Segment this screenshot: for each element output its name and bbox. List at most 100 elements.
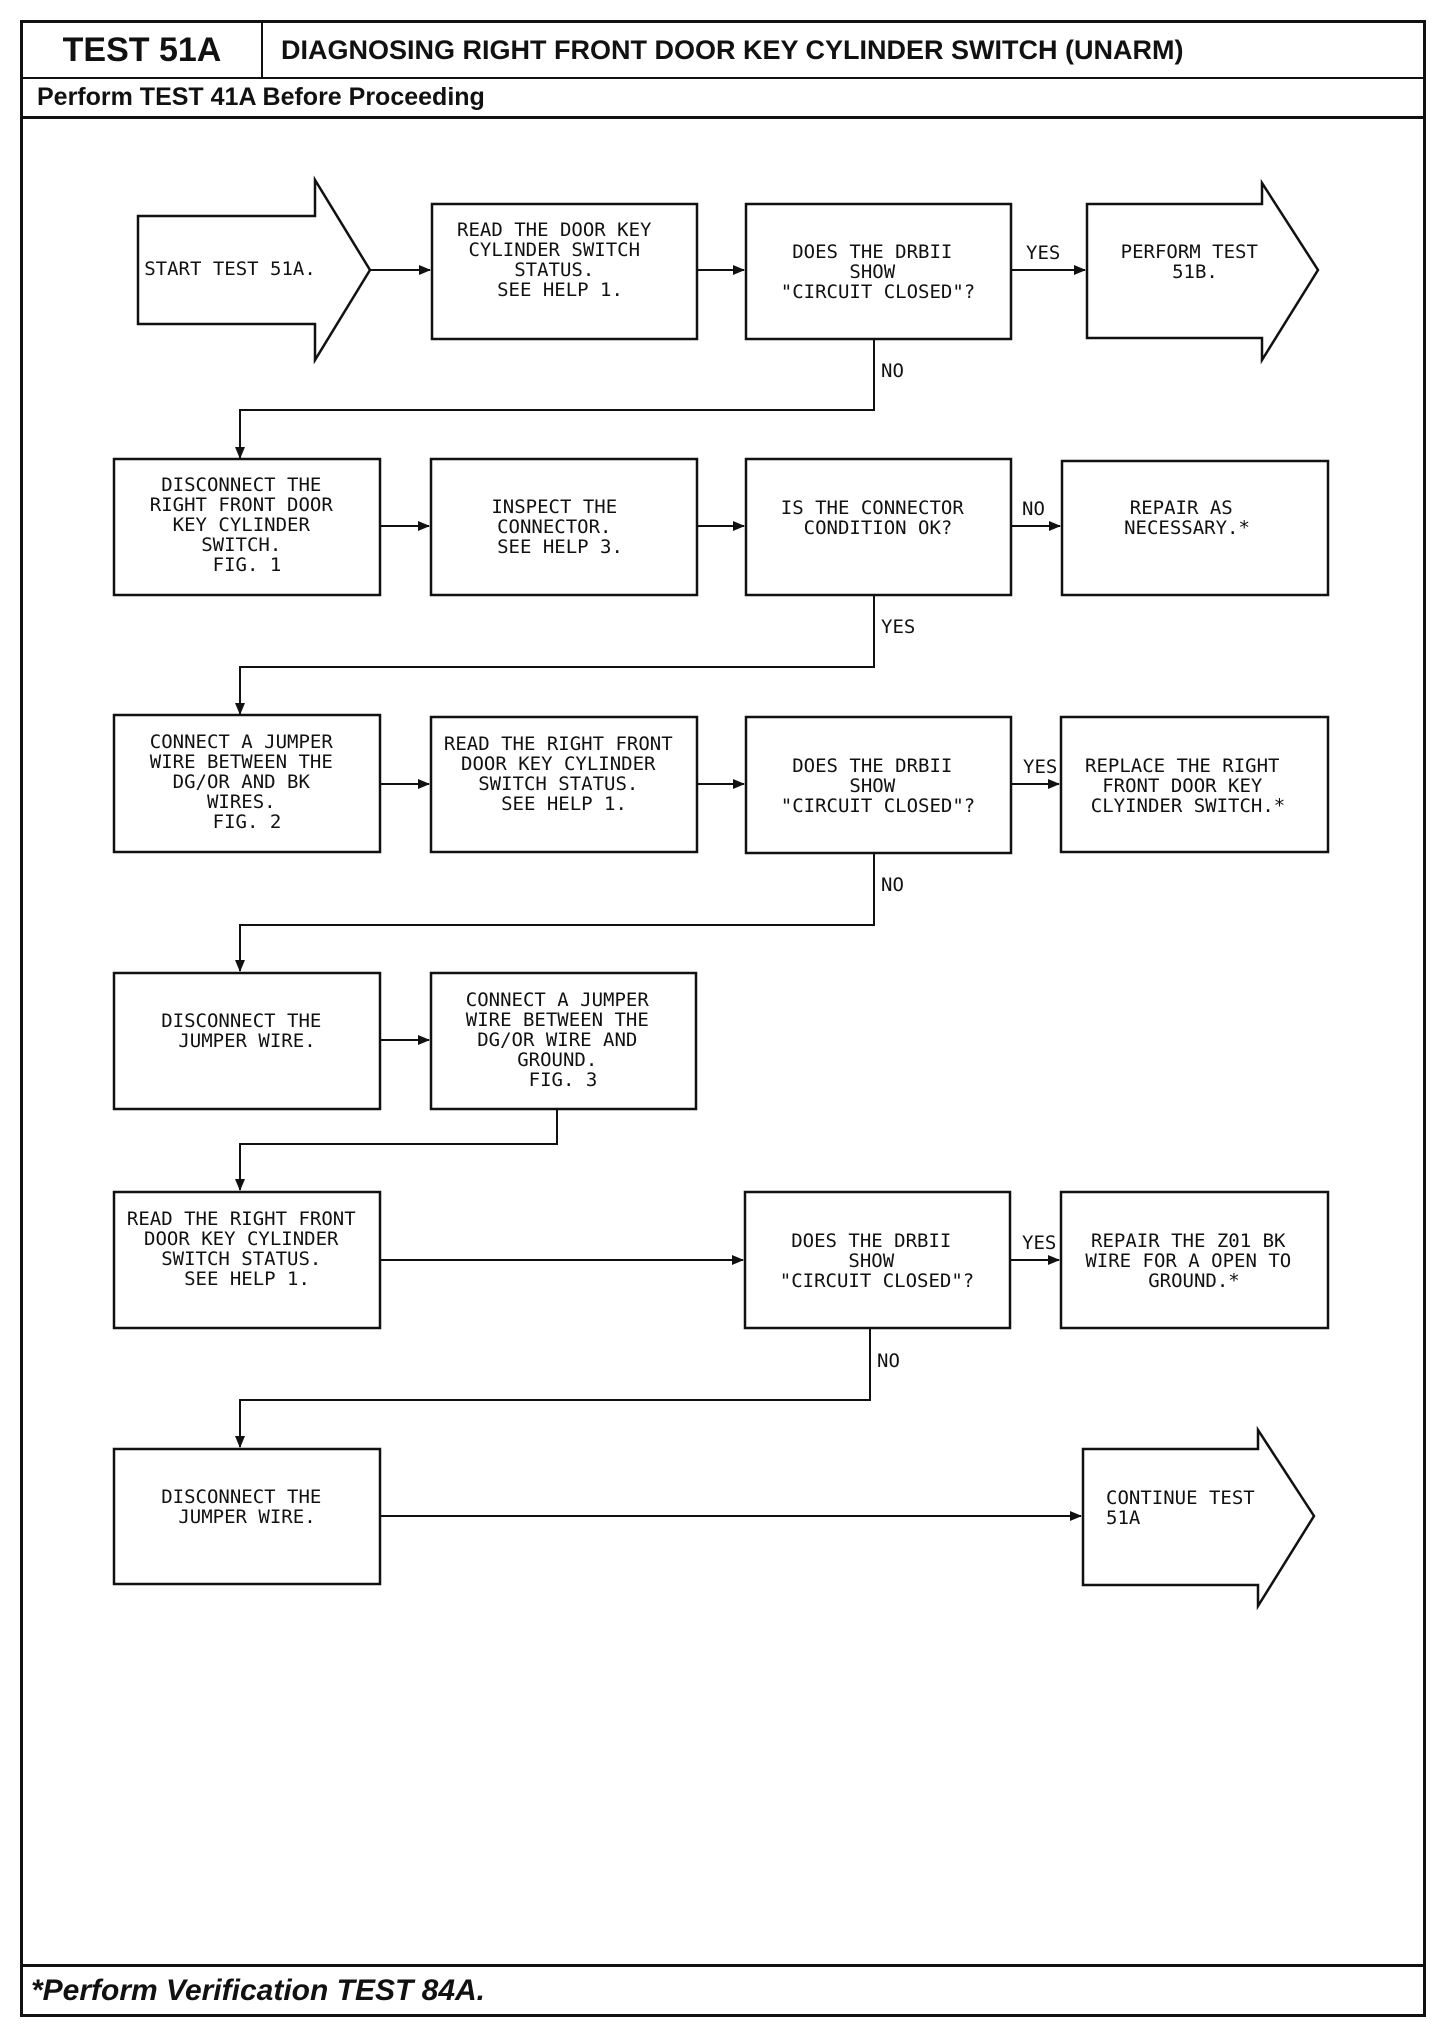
read-status-3-line-2: DOOR KEY CYLINDER [461,753,656,775]
read-status-text-1: READ THE DOOR KEY CYLINDER SWITCH STATUS… [457,219,663,301]
disconnect-jumper-2-line-2: JUMPER WIRE. [178,1506,315,1528]
prerequisite-note: Perform TEST 41A Before Proceeding [23,79,1423,119]
decision-3-line-1: DOES THE DRBII [792,755,952,777]
replace-switch-box [1059,715,1330,854]
decision-1-line-1: DOES THE DRBII [792,241,952,263]
label-yes-3: YES [1023,756,1057,778]
disconnect-switch-line-5: FIG. 1 [213,554,282,576]
connector-decision-5-no [235,1328,871,1448]
label-yes-2: YES [881,616,915,638]
connect-jumper-bk-line-1: CONNECT A JUMPER [150,731,334,753]
connect-jumper-bk-line-3: DG/OR AND BK [173,771,311,793]
perform-51b-line-1: PERFORM TEST [1121,241,1258,263]
repair-wire-line-3: GROUND.* [1148,1270,1240,1292]
disconnect-switch-text: DISCONNECT THE RIGHT FRONT DOOR KEY CYLI… [150,474,344,576]
repair-wire-line-2: WIRE FOR A OPEN TO [1085,1250,1291,1272]
continue-test-line-2: 51A [1106,1507,1141,1529]
perform-51b-arrow-shape [1085,178,1320,365]
decision-box-1 [744,202,1013,341]
disconnect-jumper-1-line-2: JUMPER WIRE. [178,1030,315,1052]
verification-note: *Perform Verification TEST 84A. [23,1964,1423,2014]
read-status-box-1 [430,202,699,341]
read-status-1-line-1: READ THE DOOR KEY [457,219,652,241]
continue-test-text: CONTINUE TEST 51A [1106,1487,1266,1529]
connect-jumper-ground-line-5: FIG. 3 [529,1069,598,1091]
disconnect-switch-line-2: RIGHT FRONT DOOR [150,494,334,516]
inspect-connector-line-2: CONNECTOR. [497,516,611,538]
inspect-connector-line-3: SEE HELP 3. [497,536,623,558]
disconnect-jumper-1-line-1: DISCONNECT THE [161,1010,321,1032]
connect-jumper-ground-line-2: WIRE BETWEEN THE [466,1009,649,1031]
read-status-3-line-3: SWITCH STATUS. [478,773,638,795]
continue-test-arrow-shape [1081,1425,1316,1611]
repair-wire-text: REPAIR THE Z01 BK WIRE FOR A OPEN TO GRO… [1085,1230,1302,1292]
disconnect-switch-line-1: DISCONNECT THE [161,474,321,496]
label-yes-1: YES [1026,242,1060,264]
read-status-5-line-3: SWITCH STATUS. [161,1248,321,1270]
decision-text-5: DOES THE DRBII SHOW "CIRCUIT CLOSED"? [780,1230,974,1292]
decision-5-line-2: SHOW [848,1250,894,1272]
connect-jumper-bk-line-4: WIRES. [207,791,276,813]
disconnect-jumper-text-1: DISCONNECT THE JUMPER WIRE. [161,1010,333,1052]
decision-2-line-1: IS THE CONNECTOR [781,497,965,519]
label-no-2: NO [1022,498,1045,520]
read-status-1-line-2: CYLINDER SWITCH [468,239,640,261]
disconnect-switch-line-3: KEY CYLINDER [173,514,311,536]
page-frame: TEST 51A DIAGNOSING RIGHT FRONT DOOR KEY… [20,20,1426,2017]
label-yes-5: YES [1022,1232,1056,1254]
repair-as-necessary-text: REPAIR AS NECESSARY.* [1124,497,1250,539]
disconnect-switch-line-4: SWITCH. [201,534,281,556]
label-no-1: NO [881,360,904,382]
repair-as-necessary-box [1060,459,1330,597]
replace-switch-line-3: CLYINDER SWITCH.* [1091,795,1285,817]
continue-test-line-1: CONTINUE TEST [1106,1487,1255,1509]
read-status-3-line-4: SEE HELP 1. [501,793,627,815]
perform-51b-text: PERFORM TEST 51B. [1121,241,1270,283]
connect-jumper-bk-line-5: FIG. 2 [213,811,282,833]
inspect-connector-text: INSPECT THE CONNECTOR. SEE HELP 3. [491,496,628,558]
label-no-5: NO [877,1350,900,1372]
perform-51b-line-2: 51B. [1172,261,1218,283]
connector-decision-3-no [235,853,875,972]
repair-as-necessary-line-2: NECESSARY.* [1124,517,1250,539]
connector-decision-2-yes [235,595,875,715]
start-arrow-shape [136,175,372,365]
decision-text-3: DOES THE DRBII SHOW "CIRCUIT CLOSED"? [781,755,975,817]
decision-1-line-2: SHOW [849,261,895,283]
decision-5-line-3: "CIRCUIT CLOSED"? [780,1270,974,1292]
read-status-5-line-2: DOOR KEY CYLINDER [144,1228,339,1250]
label-no-3: NO [881,874,904,896]
read-status-text-5: READ THE RIGHT FRONT DOOR KEY CYLINDER S… [127,1208,367,1290]
start-node-line-1: START TEST 51A. [144,258,316,280]
connect-jumper-bk-text: CONNECT A JUMPER WIRE BETWEEN THE DG/OR … [150,731,344,833]
decision-3-line-3: "CIRCUIT CLOSED"? [781,795,975,817]
repair-wire-box [1059,1190,1330,1330]
connector-ground-to-read-5 [235,1109,558,1191]
replace-switch-line-1: REPLACE THE RIGHT [1085,755,1279,777]
read-status-1-line-4: SEE HELP 1. [497,279,623,301]
repair-as-necessary-line-1: REPAIR AS [1130,497,1233,519]
decision-1-line-3: "CIRCUIT CLOSED"? [781,281,975,303]
read-status-3-line-1: READ THE RIGHT FRONT [444,733,673,755]
connect-jumper-ground-line-4: GROUND. [517,1049,597,1071]
decision-text-1: DOES THE DRBII SHOW "CIRCUIT CLOSED"? [781,241,975,303]
decision-text-2: IS THE CONNECTOR CONDITION OK? [781,497,975,539]
read-status-text-3: READ THE RIGHT FRONT DOOR KEY CYLINDER S… [444,733,684,815]
disconnect-jumper-text-2: DISCONNECT THE JUMPER WIRE. [161,1486,333,1528]
decision-2-line-2: CONDITION OK? [804,517,953,539]
header-row: TEST 51A DIAGNOSING RIGHT FRONT DOOR KEY… [23,23,1423,79]
repair-wire-line-1: REPAIR THE Z01 BK [1091,1230,1286,1252]
connect-jumper-ground-line-3: DG/OR WIRE AND [477,1029,637,1051]
read-status-5-line-1: READ THE RIGHT FRONT [127,1208,356,1230]
connect-jumper-ground-box [429,971,698,1111]
read-status-5-line-4: SEE HELP 1. [184,1268,310,1290]
connect-jumper-ground-text: CONNECT A JUMPER WIRE BETWEEN THE DG/OR … [466,989,660,1091]
test-title: DIAGNOSING RIGHT FRONT DOOR KEY CYLINDER… [281,34,1184,65]
connect-jumper-ground-line-1: CONNECT A JUMPER [466,989,650,1011]
inspect-connector-line-1: INSPECT THE [491,496,617,518]
connector-decision-1-no [235,339,875,459]
disconnect-jumper-2-line-1: DISCONNECT THE [161,1486,321,1508]
replace-switch-line-2: FRONT DOOR KEY [1102,775,1263,797]
connect-jumper-bk-line-2: WIRE BETWEEN THE [150,751,333,773]
